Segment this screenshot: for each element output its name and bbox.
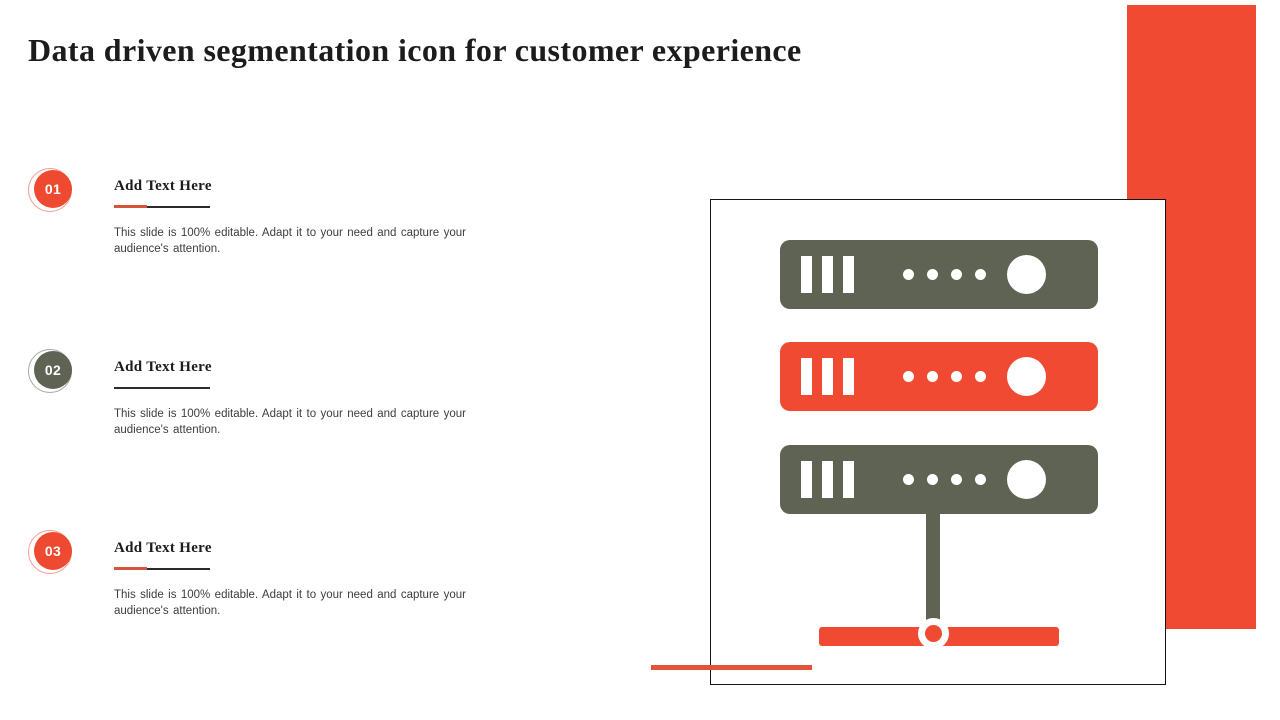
divider-accent-segment [114, 567, 147, 570]
divider-accent-segment [114, 387, 147, 389]
rack-power-circle-icon [1007, 357, 1046, 396]
card-accent-line [651, 665, 812, 670]
rack-led-dot [975, 371, 986, 382]
server-rack-icon [780, 240, 1098, 309]
rack-led-dot [951, 371, 962, 382]
steps-list: 01 Add Text Here This slide is 100% edit… [28, 162, 548, 617]
divider-dark-segment [147, 387, 210, 389]
divider-dark-segment [147, 568, 210, 570]
rack-led-dot [903, 474, 914, 485]
connector-hub-center [925, 625, 942, 642]
rack-led-dot [927, 474, 938, 485]
step-body: Add Text Here This slide is 100% editabl… [86, 162, 526, 257]
step-divider [114, 567, 210, 571]
rack-led-dot [903, 371, 914, 382]
step-badge-03: 03 [28, 530, 84, 576]
rack-led-dot [975, 474, 986, 485]
step-body: Add Text Here This slide is 100% editabl… [86, 343, 526, 438]
divider-accent-segment [114, 205, 147, 208]
rack-led-dot [975, 269, 986, 280]
rack-slot-bar [801, 256, 812, 293]
server-rack-icon [780, 342, 1098, 411]
rack-slot-bar [843, 461, 854, 498]
step-description: This slide is 100% editable. Adapt it to… [114, 227, 466, 255]
page-title: Data driven segmentation icon for custom… [28, 32, 802, 68]
step-divider [114, 386, 210, 390]
rack-slot-bar [822, 358, 833, 395]
divider-dark-segment [147, 206, 210, 208]
list-item[interactable]: 01 Add Text Here This slide is 100% edit… [28, 162, 548, 343]
step-heading: Add Text Here [114, 540, 212, 556]
connector-stem [926, 510, 940, 635]
rack-slot-bar [843, 358, 854, 395]
rack-led-dot [951, 474, 962, 485]
rack-slot-bar [822, 461, 833, 498]
rack-led-dot [903, 269, 914, 280]
illustration-card [710, 199, 1166, 685]
step-number-badge: 01 [34, 170, 72, 208]
rack-slot-bar [843, 256, 854, 293]
step-number-badge: 03 [34, 532, 72, 570]
step-number-badge: 02 [34, 351, 72, 389]
rack-power-circle-icon [1007, 255, 1046, 294]
server-rack-icon [780, 445, 1098, 514]
rack-led-dot [951, 269, 962, 280]
rack-led-dot [927, 269, 938, 280]
step-badge-02: 02 [28, 349, 84, 395]
step-heading: Add Text Here [114, 359, 212, 375]
step-body: Add Text Here This slide is 100% editabl… [86, 524, 526, 619]
list-item[interactable]: 02 Add Text Here This slide is 100% edit… [28, 343, 548, 524]
rack-power-circle-icon [1007, 460, 1046, 499]
rack-slot-bar [801, 461, 812, 498]
step-heading: Add Text Here [114, 178, 212, 194]
rack-slot-bar [801, 358, 812, 395]
rack-slot-bar [822, 256, 833, 293]
step-description: This slide is 100% editable. Adapt it to… [114, 408, 466, 436]
rack-led-dot [927, 371, 938, 382]
step-description: This slide is 100% editable. Adapt it to… [114, 589, 466, 617]
step-badge-01: 01 [28, 168, 84, 214]
step-divider [114, 205, 210, 209]
